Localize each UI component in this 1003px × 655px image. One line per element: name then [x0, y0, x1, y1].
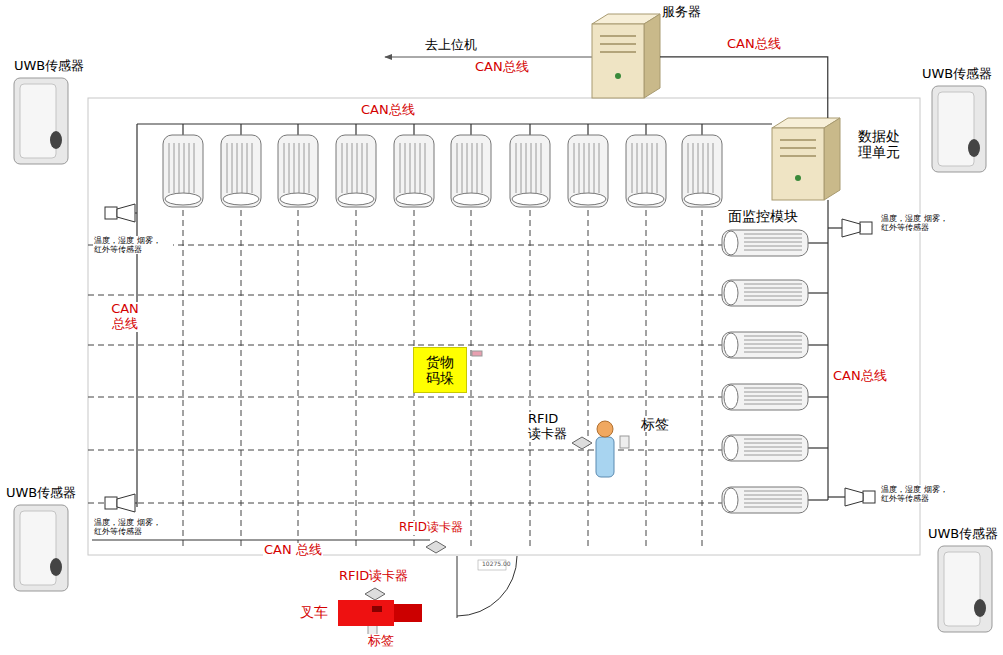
- tag-label: 标签: [640, 416, 670, 432]
- uwb-sensor-icon: [14, 505, 68, 591]
- heading-label: UWB传感器: [922, 67, 992, 82]
- rfid-reader-icon: [365, 588, 385, 600]
- bus-label: CAN 总线: [263, 543, 323, 558]
- monitor-module-column: [722, 230, 828, 513]
- server: 服务器: [592, 14, 660, 98]
- server-icon: [592, 14, 660, 98]
- rfid-tag-icon: [472, 351, 482, 356]
- module-label: 面监控模块: [727, 208, 799, 224]
- environment-sensor-icon: [842, 219, 872, 237]
- reader-label: RFID读卡器: [398, 521, 464, 535]
- warehouse-outline: [88, 98, 920, 555]
- sensor-note: 温度，湿度 烟雾，红外等传感器: [93, 236, 173, 254]
- floor-grid: [88, 210, 722, 550]
- bus-label: CAN 总线: [108, 302, 142, 332]
- dimension-label: 10275.00: [481, 561, 512, 568]
- data-processing-unit: 数据处理单元: [772, 118, 840, 200]
- uwb-sensor: UWB传感器: [938, 546, 992, 632]
- heading-label: 服务器: [662, 5, 701, 20]
- monitor-module-row: [163, 124, 722, 207]
- cargo-stack-box: 货物码垛: [413, 347, 467, 393]
- bus-label: CAN总线: [832, 369, 888, 384]
- environment-sensor-icon: [845, 488, 875, 506]
- rfid-reader-icon: [426, 541, 446, 553]
- forklift: 叉车: [338, 600, 422, 626]
- heading-label: UWB传感器: [928, 527, 998, 542]
- door-symbol: [457, 556, 517, 618]
- heading-label: 叉车: [300, 604, 328, 620]
- sensor-note: 温度，湿度 烟雾，红外等传感器: [880, 214, 960, 232]
- bus-label: CAN总线: [726, 37, 782, 52]
- heading-label: UWB传感器: [6, 486, 76, 501]
- uwb-sensor: UWB传感器: [14, 78, 68, 164]
- bus-label: CAN总线: [474, 60, 530, 75]
- server-icon: [772, 118, 840, 200]
- can-bus-connector: [660, 57, 828, 118]
- bus-label: CAN总线: [360, 103, 416, 118]
- heading-label: UWB传感器: [14, 59, 84, 74]
- worker-figure: [596, 421, 614, 477]
- sensor-note: 温度，湿度 烟雾，红外等传感器: [93, 518, 173, 536]
- environment-sensor-icon: [105, 204, 135, 222]
- forklift-figure: [338, 600, 422, 626]
- reader-label: RFID 读卡器: [527, 412, 573, 442]
- rfid-tag-icon: [620, 436, 629, 448]
- can-bus-wires: [92, 57, 845, 540]
- destination-label: 去上位机: [424, 38, 478, 53]
- uwb-sensor-icon: [932, 86, 986, 172]
- heading-label: 数据处理单元: [858, 128, 904, 160]
- uwb-sensor: UWB传感器: [932, 86, 986, 172]
- reader-label: RFID读卡器: [338, 569, 409, 584]
- tag-label: 标签: [367, 634, 395, 649]
- sensor-note: 温度，湿度 烟雾，红外等传感器: [880, 485, 960, 503]
- uwb-sensor-icon: [938, 546, 992, 632]
- rfid-reader-icon: [572, 437, 592, 449]
- uwb-sensor-icon: [14, 78, 68, 164]
- uwb-sensor: UWB传感器: [14, 505, 68, 591]
- box-text: 货物码垛: [425, 354, 455, 386]
- environment-sensor-icon: [105, 494, 135, 512]
